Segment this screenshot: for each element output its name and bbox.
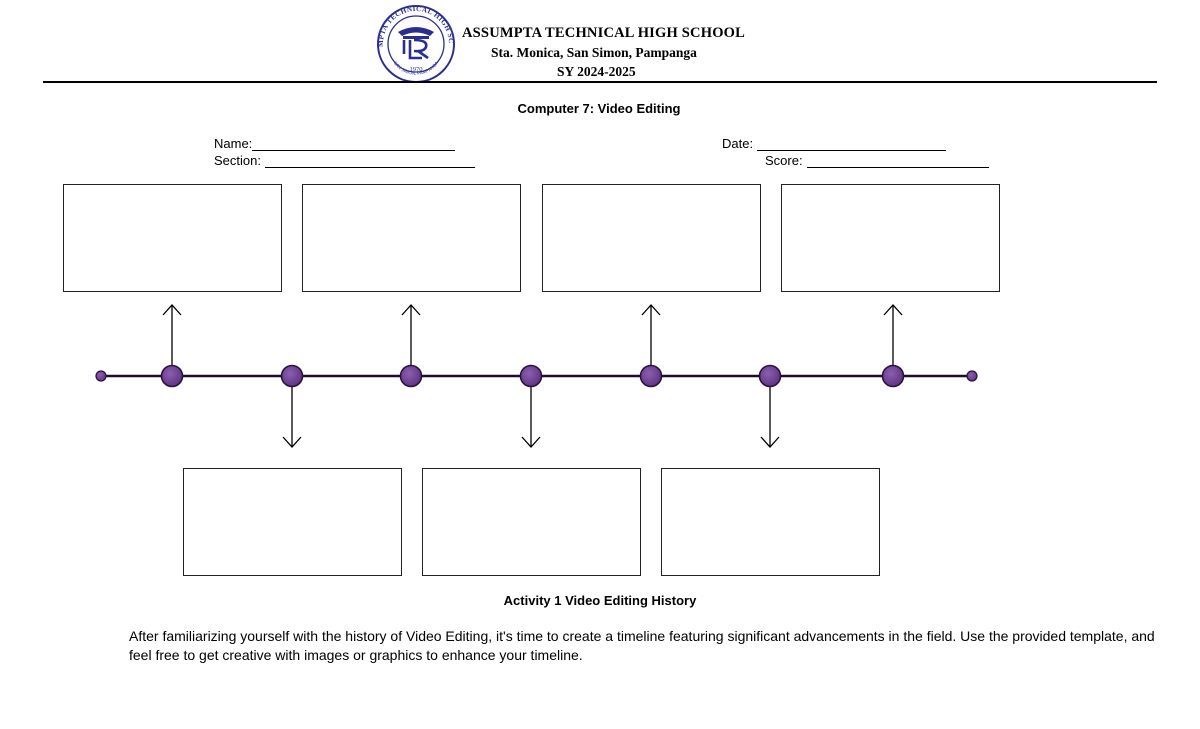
timeline-node-6 — [758, 364, 782, 388]
school-address: Sta. Monica, San Simon, Pampanga — [491, 45, 697, 60]
timeline-node-3 — [399, 364, 423, 388]
timeline-box-top-2[interactable] — [302, 184, 521, 292]
header-divider — [43, 81, 1157, 83]
timeline-end-dot — [966, 370, 978, 382]
timeline-node-7 — [881, 364, 905, 388]
logo-ring-text: ASSUMPTA TECHNICAL HIGH SCHOOL — [0, 0, 455, 47]
school-year: SY 2024-2025 — [557, 64, 636, 79]
timeline-box-top-3[interactable] — [542, 184, 761, 292]
timeline-node-2 — [280, 364, 304, 388]
timeline-box-bottom-2[interactable] — [422, 468, 641, 576]
activity-title: Activity 1 Video Editing History — [503, 593, 697, 608]
svg-text:ASSUMPTA TECHNICAL HIGH SCHOOL: ASSUMPTA TECHNICAL HIGH SCHOOL — [0, 0, 455, 47]
name-blank-line[interactable] — [252, 138, 456, 151]
name-field[interactable]: Name: — [214, 136, 456, 151]
section-field[interactable]: Section: — [214, 153, 475, 168]
logo-bottom-text: SAN SIMON, PAMPANGA — [393, 60, 440, 75]
instructions-paragraph: After familiarizing yourself with the hi… — [129, 628, 1155, 663]
score-label: Score: — [765, 153, 803, 168]
school-name: ASSUMPTA TECHNICAL HIGH SCHOOL — [462, 25, 746, 41]
timeline-box-top-4[interactable] — [781, 184, 1000, 292]
score-field[interactable]: Score: — [765, 153, 989, 168]
date-label: Date: — [722, 136, 754, 151]
timeline-node-4 — [519, 364, 543, 388]
timeline-node-1 — [160, 364, 184, 388]
date-field[interactable]: Date: — [722, 136, 947, 151]
timeline-box-top-1[interactable] — [63, 184, 282, 292]
timeline-node-5 — [639, 364, 663, 388]
section-blank-line[interactable] — [264, 155, 475, 168]
date-blank-line[interactable] — [757, 138, 947, 151]
logo-year: 1970 — [410, 66, 423, 73]
svg-text:SAN SIMON, PAMPANGA: SAN SIMON, PAMPANGA — [393, 60, 440, 75]
name-label: Name: — [214, 136, 253, 151]
subject-title: Computer 7: Video Editing — [517, 101, 681, 116]
score-blank-line[interactable] — [806, 155, 989, 168]
timeline-box-bottom-1[interactable] — [183, 468, 402, 576]
timeline-box-bottom-3[interactable] — [661, 468, 880, 576]
section-label: Section: — [214, 153, 261, 168]
timeline-start-dot — [95, 370, 107, 382]
